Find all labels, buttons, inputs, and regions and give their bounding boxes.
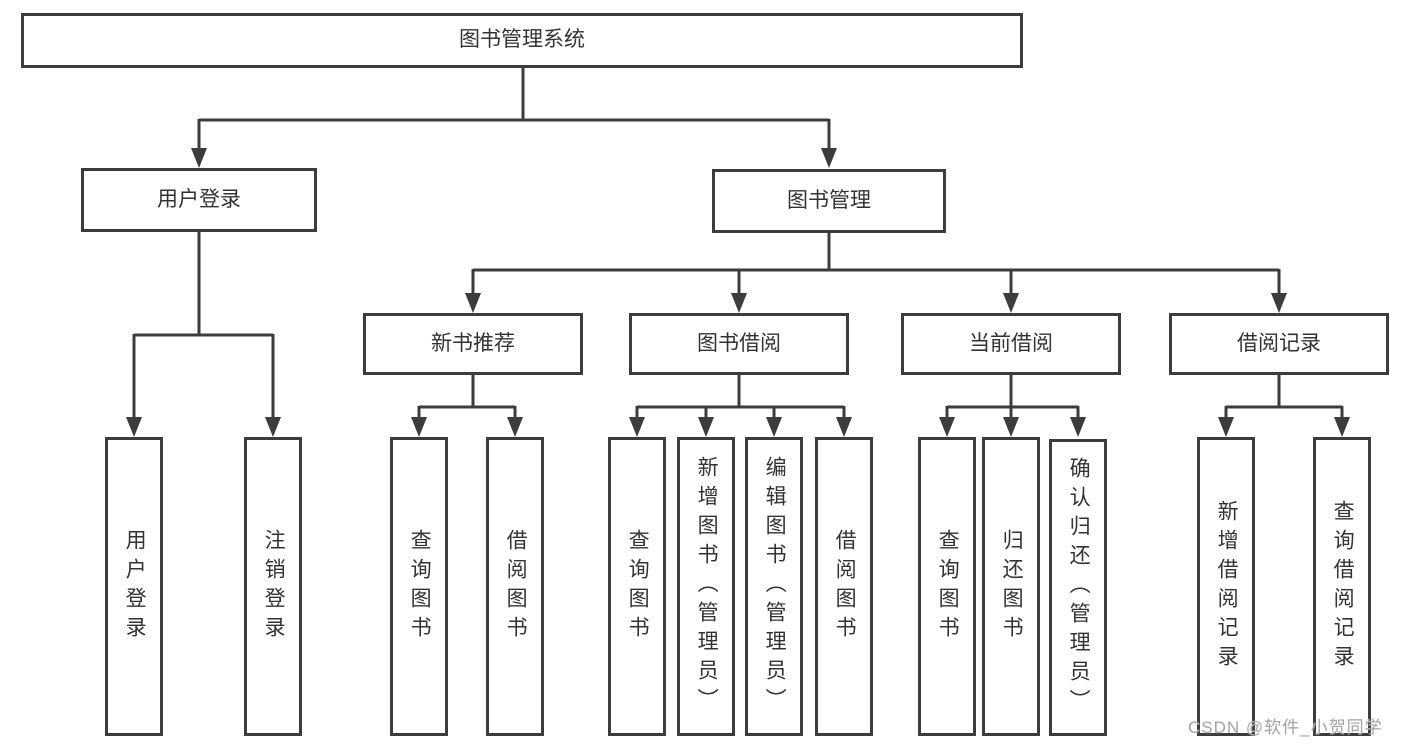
leaf-bb-borrow-books: 借阅图书	[815, 437, 873, 736]
leaf-bb-query-books: 查询图书	[608, 437, 666, 736]
node-book-management: 图书管理	[712, 169, 946, 233]
csdn-watermark: CSDN @软件_小贺同学	[1188, 718, 1383, 737]
leaf-br-query-record: 查询借阅记录	[1313, 437, 1371, 736]
node-borrowing-records: 借阅记录	[1169, 313, 1389, 375]
node-new-book-recommend: 新书推荐	[363, 313, 583, 375]
leaf-bb-edit-books-admin: 编辑图书（管理员）	[745, 437, 803, 736]
leaf-cb-confirm-return-admin: 确认归还（管理员）	[1049, 439, 1107, 736]
leaf-br-add-record: 新增借阅记录	[1197, 437, 1255, 736]
node-book-borrowing: 图书借阅	[629, 313, 849, 375]
node-user-login: 用户登录	[81, 168, 317, 232]
connector-book-borrowing-branch	[629, 375, 852, 437]
connector-new-book-recommend-branch	[411, 375, 523, 437]
leaf-cb-query-books: 查询图书	[918, 437, 976, 736]
leaf-bb-add-books-admin: 新增图书（管理员）	[677, 437, 735, 736]
leaf-user-login: 用户登录	[105, 437, 163, 736]
node-current-borrowing: 当前借阅	[901, 313, 1121, 375]
connector-book-management-branch	[465, 233, 1287, 313]
leaf-nbr-query-books: 查询图书	[390, 437, 448, 736]
node-root: 图书管理系统	[21, 13, 1023, 68]
leaf-nbr-borrow-books: 借阅图书	[486, 437, 544, 736]
leaf-logout: 注销登录	[244, 437, 302, 736]
connector-current-borrowing-branch	[939, 375, 1086, 437]
connector-root-to-level2	[191, 68, 837, 168]
leaf-cb-return-books: 归还图书	[982, 437, 1040, 736]
connector-borrowing-records-branch	[1218, 375, 1350, 437]
connector-user-login-branch	[126, 232, 281, 437]
